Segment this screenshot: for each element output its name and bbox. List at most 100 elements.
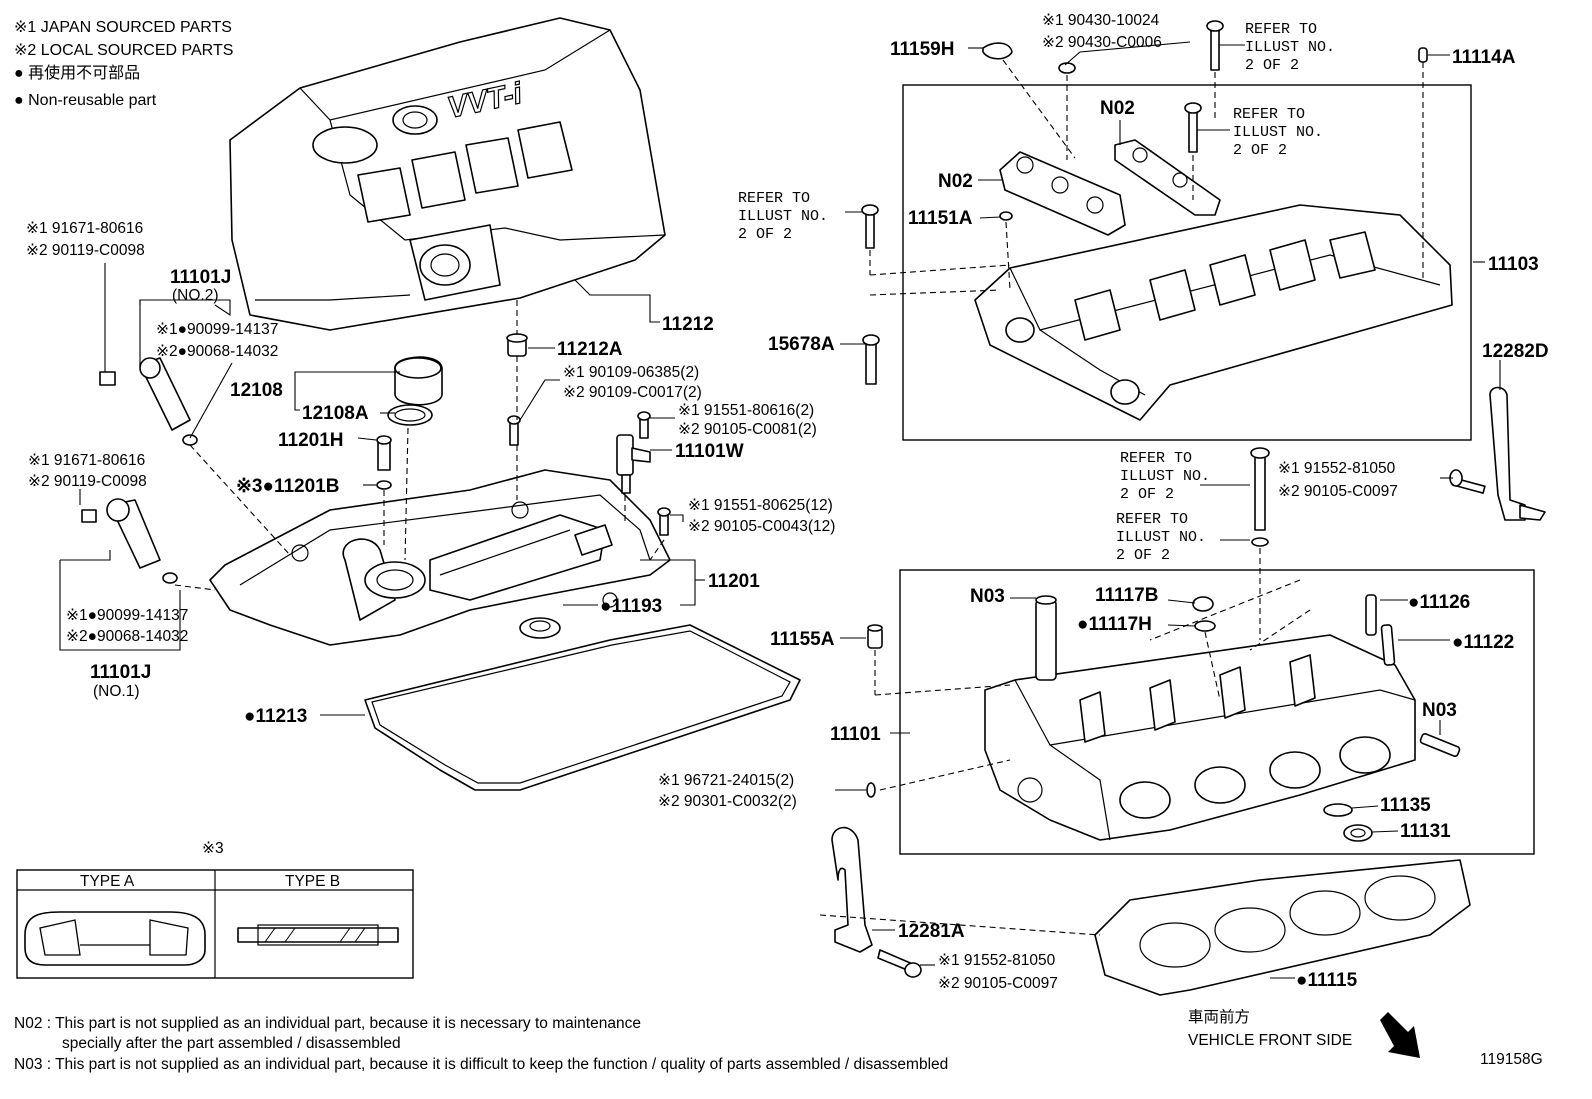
footnotes: N02 : This part is not supplied as an in… — [14, 1015, 948, 1073]
pn-b1: ※1●90099-14137 — [156, 321, 278, 338]
label-12281a: 12281A — [898, 921, 965, 942]
label-11101j-no1: 11101J — [90, 662, 151, 683]
part-numbers: ※1 91671-80616 ※2 90119-C0098 ※1●90099-1… — [26, 12, 1398, 992]
refer-2-line3: 2 OF 2 — [1233, 142, 1287, 159]
pn-k2: ※2 90105-C0097 — [938, 975, 1058, 992]
head-bolt-drawing — [1250, 447, 1270, 547]
label-11122: ●11122 — [1452, 632, 1514, 653]
oil-filler-cap-drawing — [387, 356, 443, 426]
label-11103: 11103 — [1488, 254, 1539, 275]
label-11155a: 11155A — [770, 629, 835, 650]
label-12108a: 12108A — [302, 403, 369, 424]
head-cover-gasket-drawing — [364, 624, 801, 791]
refer-4-line3: 2 OF 2 — [1120, 486, 1174, 503]
figure-id: 119158G — [1480, 1051, 1543, 1068]
pn-c1: ※1 91671-80616 — [28, 452, 145, 469]
label-11213: ●11213 — [244, 706, 307, 727]
legend-local: ※2 LOCAL SOURCED PARTS — [14, 42, 233, 59]
engine-cover-drawing: VVT-i — [229, 17, 666, 331]
label-11201h: 11201H — [278, 430, 344, 451]
pn-a2: ※2 90119-C0098 — [26, 242, 145, 259]
refer-3-line1: REFER TO — [738, 190, 810, 207]
engine-hanger-rear-drawing — [1489, 386, 1546, 521]
label-15678a: 15678A — [768, 334, 835, 355]
pn-f1: ※1 91551-80616(2) — [678, 402, 814, 419]
legend-nonreusable-jp: ● 再使用不可部品 — [14, 64, 140, 82]
type-b-label: TYPE B — [285, 873, 340, 890]
label-11114a: 11114A — [1452, 47, 1516, 68]
cylinder-head-cover-drawing — [209, 469, 671, 646]
refer-1-line1: REFER TO — [1245, 21, 1317, 38]
refer-1-line3: 2 OF 2 — [1245, 57, 1299, 74]
label-n03-b: N03 — [1422, 700, 1457, 721]
refer-4-line2: ILLUST NO. — [1120, 468, 1210, 485]
pn-g2: ※2 90105-C0043(12) — [688, 518, 835, 535]
label-11101j-no2: 11101J — [170, 267, 231, 288]
part-labels: 11212 11212A 12108 12108A 11201H ※3●1120… — [90, 39, 1549, 991]
label-11117h: ●11117H — [1077, 614, 1152, 635]
leader-lines — [59, 41, 1501, 979]
cover-grommet-drawing — [506, 333, 528, 357]
label-11115: ●11115 — [1296, 970, 1358, 991]
label-11135: 11135 — [1380, 795, 1431, 816]
label-12282d: 12282D — [1482, 341, 1549, 362]
ocv-no2-drawing — [99, 357, 198, 446]
label-11101: 11101 — [830, 724, 881, 745]
label-n02-b: N02 — [938, 171, 973, 192]
pn-f2: ※2 90105-C0081(2) — [678, 421, 817, 438]
pn-h2: ※2 90430-C0006 — [1042, 34, 1162, 51]
legend-japan: ※1 JAPAN SOURCED PARTS — [14, 19, 232, 36]
type-table: ※3 TYPE A TYPE B — [16, 840, 414, 979]
label-11131: 11131 — [1400, 821, 1451, 842]
cam-caps-drawing — [999, 139, 1221, 236]
refer-2-line2: ILLUST NO. — [1233, 124, 1323, 141]
legend: ※1 JAPAN SOURCED PARTS ※2 LOCAL SOURCED … — [14, 19, 233, 109]
label-11159h: 11159H — [890, 39, 954, 60]
label-n02-a: N02 — [1100, 98, 1135, 119]
engine-hanger-front-drawing — [831, 826, 922, 978]
note-n02-line2: specially after the part assembled / dis… — [62, 1035, 401, 1052]
label-11201b: ※3●11201B — [236, 476, 339, 497]
refer-notes: REFER TO ILLUST NO. 2 OF 2 REFER TO ILLU… — [738, 21, 1335, 564]
refer-5-line1: REFER TO — [1116, 511, 1188, 528]
vehicle-front-indicator: 車両前方 VEHICLE FRONT SIDE 119158G — [1188, 1008, 1543, 1068]
camshaft-housing-drawing — [974, 204, 1453, 421]
front-side-jp: 車両前方 — [1188, 1008, 1250, 1026]
pn-e1: ※1 90109-06385(2) — [563, 364, 699, 381]
type-table-mark: ※3 — [202, 840, 224, 857]
legend-nonreusable-en: ● Non-reusable part — [14, 92, 157, 109]
label-n03-a: N03 — [970, 586, 1005, 607]
pn-c2: ※2 90119-C0098 — [28, 473, 147, 490]
note-n03-line1: N03 : This part is not supplied as an in… — [14, 1056, 948, 1073]
pn-j1: ※1 96721-24015(2) — [658, 772, 794, 789]
pn-d1: ※1●90099-14137 — [66, 607, 188, 624]
pn-g1: ※1 91551-80625(12) — [688, 497, 833, 514]
pn-i1: ※1 91552-81050 — [1278, 460, 1396, 477]
refer-1-line2: ILLUST NO. — [1245, 39, 1335, 56]
refer-5-line2: ILLUST NO. — [1116, 529, 1206, 546]
label-11101j-no2-sub: (NO.2) — [172, 287, 219, 304]
centerlines — [174, 59, 1424, 936]
front-side-en: VEHICLE FRONT SIDE — [1188, 1032, 1352, 1049]
cylinder-head-box — [899, 569, 1535, 855]
hanger-bolt-rear-drawing — [1449, 469, 1486, 494]
label-11101w: 11101W — [675, 441, 744, 462]
head-cover-gasket-inner — [371, 630, 791, 784]
refer-4-line1: REFER TO — [1120, 450, 1192, 467]
pn-h1: ※1 90430-10024 — [1042, 12, 1160, 29]
ocv-no1-drawing — [81, 498, 178, 584]
cylinder-head-drawing — [984, 634, 1416, 841]
head-gasket-drawing — [1094, 859, 1471, 996]
refer-3-line3: 2 OF 2 — [738, 226, 792, 243]
label-11126: ●11126 — [1408, 592, 1470, 613]
pn-k1: ※1 91552-81050 — [938, 952, 1056, 969]
camshaft-housing-box — [902, 84, 1472, 441]
label-12108: 12108 — [230, 380, 283, 401]
pn-d2: ※2●90068-14032 — [66, 628, 188, 645]
note-n02-line1: N02 : This part is not supplied as an in… — [14, 1015, 641, 1032]
type-a-label: TYPE A — [80, 873, 135, 890]
front-arrow-icon — [1380, 1012, 1420, 1058]
cylinder-head-small-parts — [866, 594, 1461, 842]
label-11212a: 11212A — [557, 339, 623, 360]
